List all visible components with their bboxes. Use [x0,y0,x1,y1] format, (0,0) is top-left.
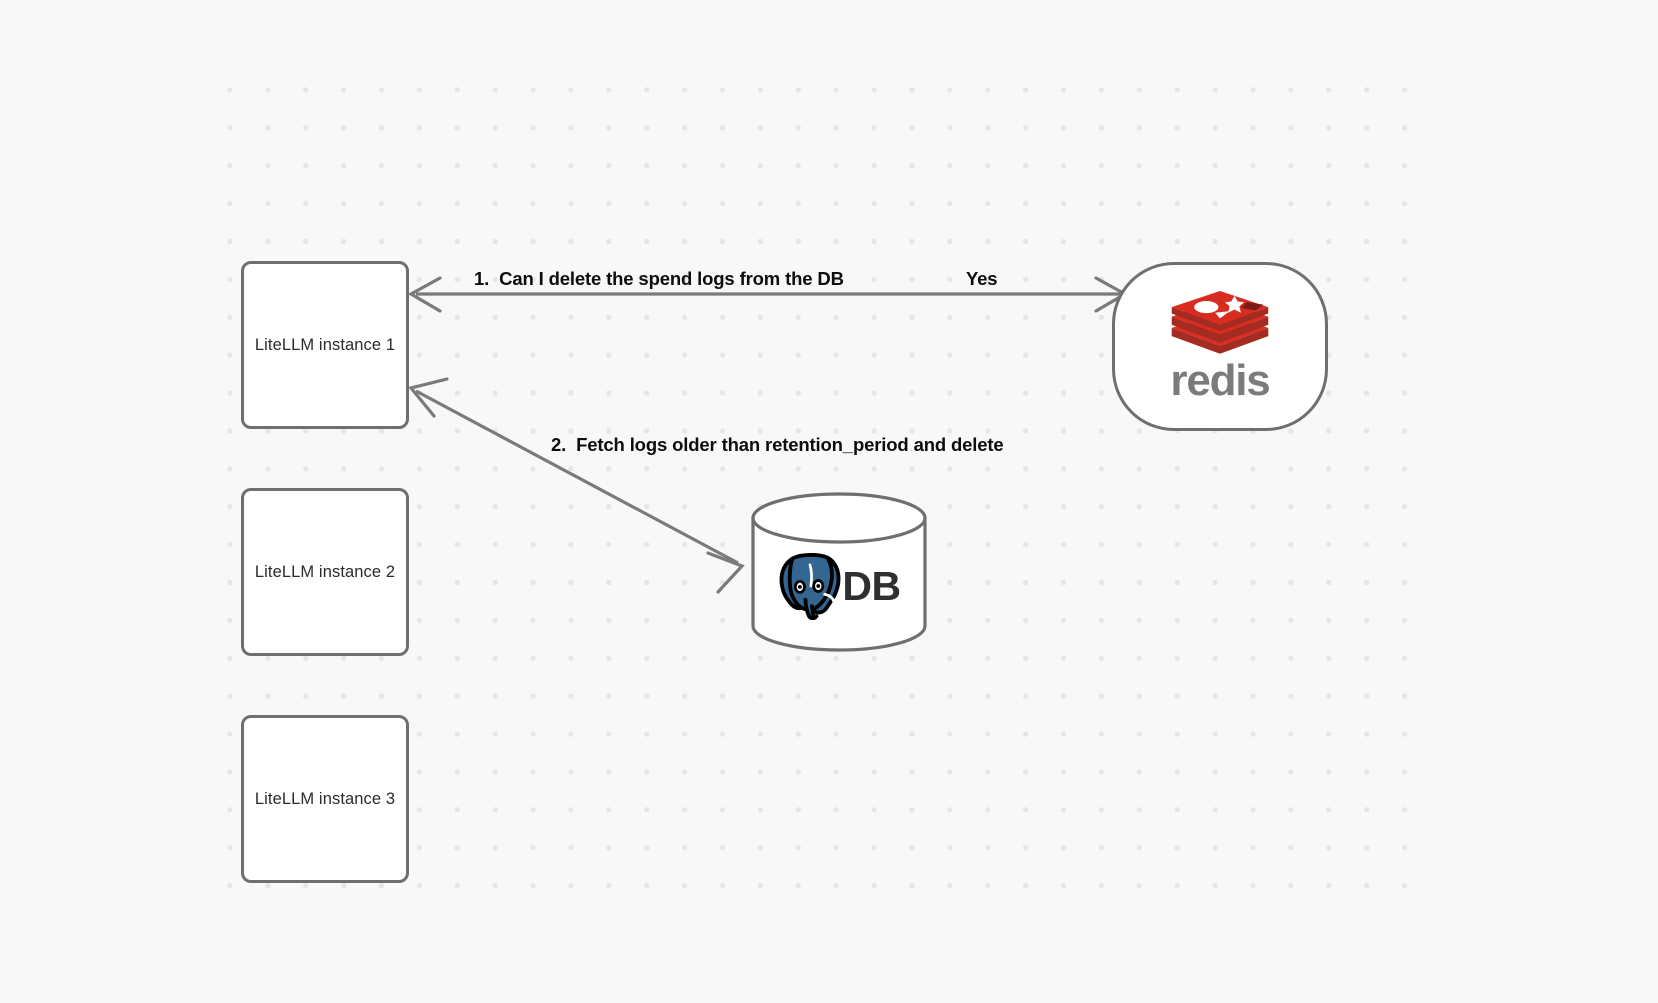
edge-instance1-db [408,377,745,594]
database-content: DB [750,538,928,634]
edge-label-answer-yes: Yes [966,268,998,289]
node-redis[interactable]: redis [1112,262,1328,431]
node-litellm-instance-2[interactable]: LiteLLM instance 2 [241,488,409,656]
edge-label-step-2: 2. Fetch logs older than retention_perio… [551,434,1004,455]
db-label: DB [842,562,901,609]
node-label: LiteLLM instance 2 [254,562,396,581]
redis-wordmark: redis [1170,355,1270,405]
edge-label-step-1: 1. Can I delete the spend logs from the … [474,268,844,289]
node-label: LiteLLM instance 3 [254,789,396,808]
postgresql-elephant-icon [779,553,841,620]
node-litellm-instance-3[interactable]: LiteLLM instance 3 [241,715,409,883]
node-litellm-instance-1[interactable]: LiteLLM instance 1 [241,261,409,429]
arrowhead-upper-left [408,377,449,418]
node-postgres-db[interactable]: DB [750,492,928,652]
node-label: LiteLLM instance 1 [254,335,396,354]
redis-logo-icon [1171,290,1269,354]
arrowhead-lower-right [706,551,745,594]
arrowhead-left [407,276,442,313]
